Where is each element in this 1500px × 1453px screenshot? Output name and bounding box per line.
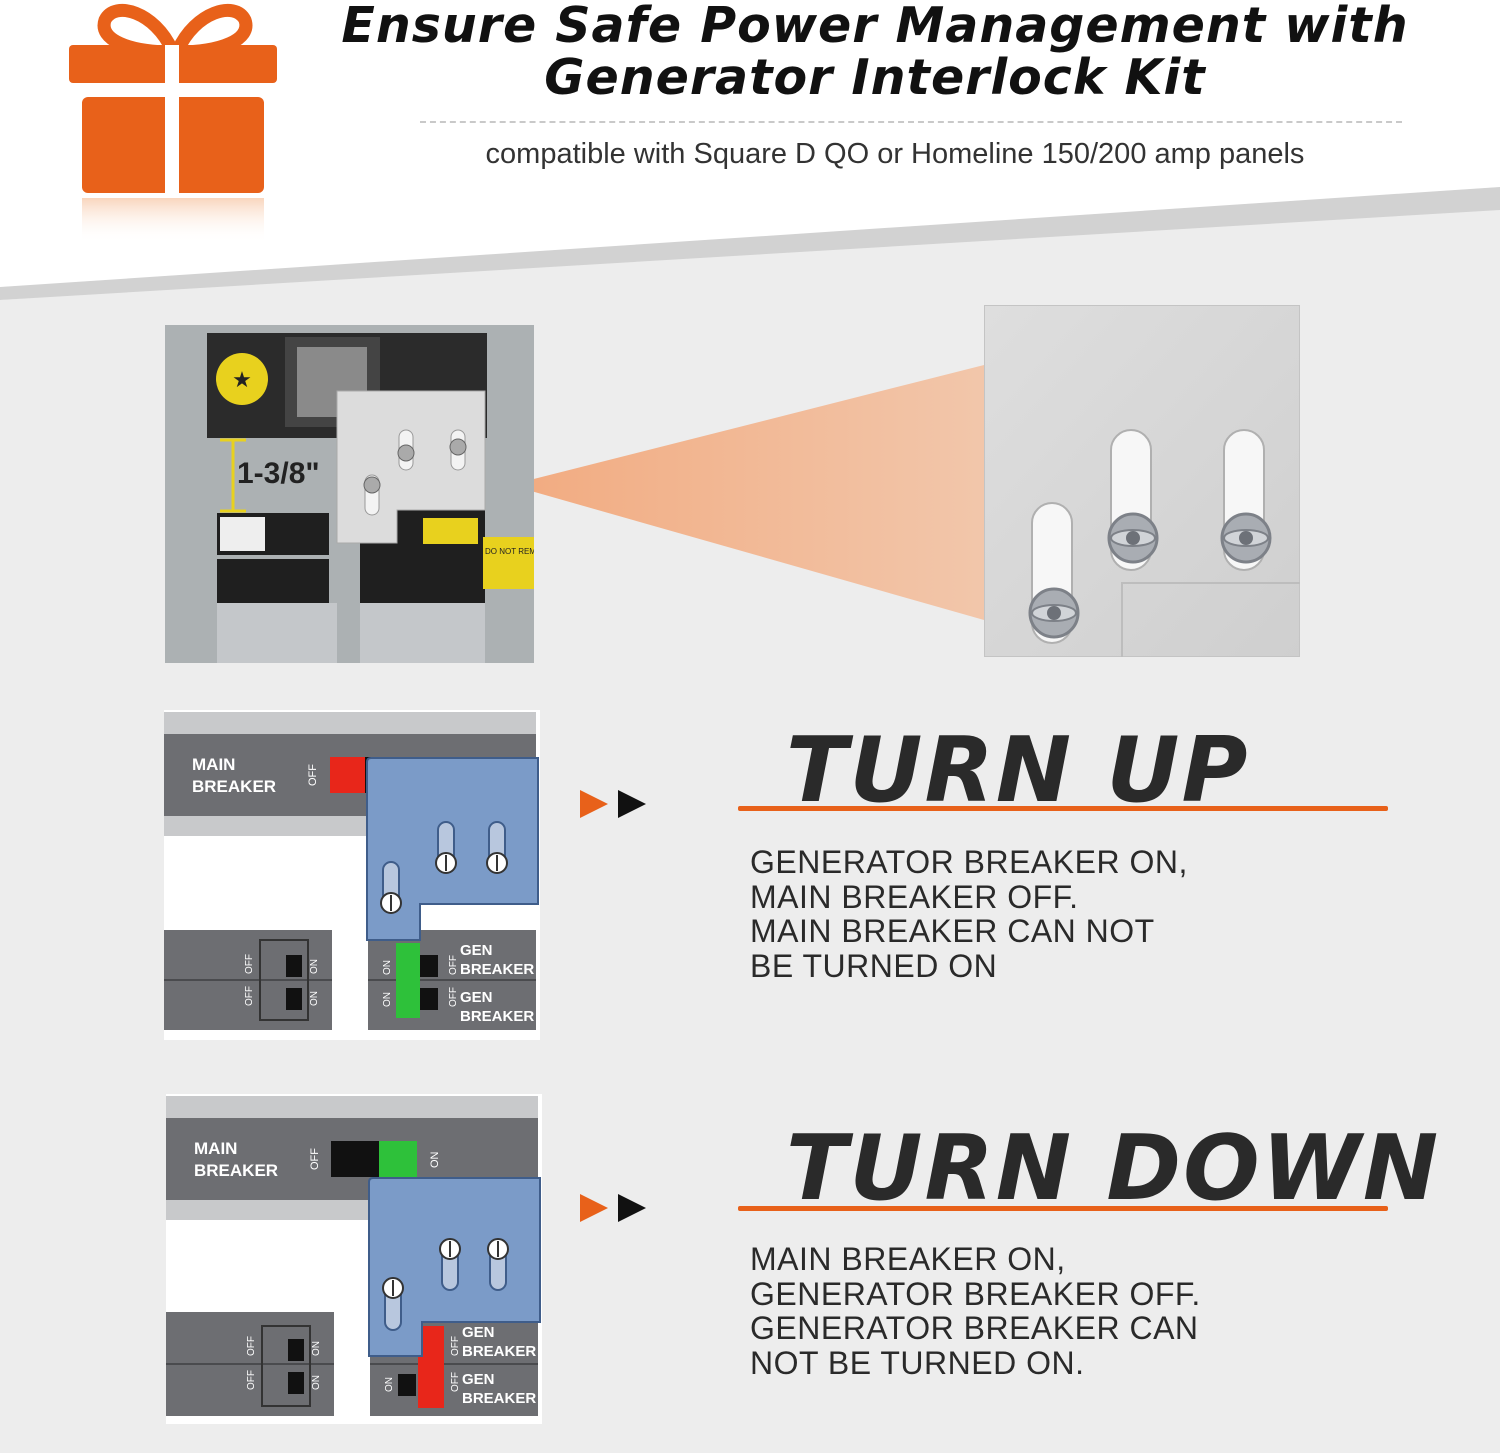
panel-photo: ★ 1-3/8" DO NOT REM xyxy=(165,325,534,663)
main-switch-on xyxy=(379,1141,417,1177)
svg-text:ON: ON xyxy=(309,991,320,1006)
svg-text:OFF: OFF xyxy=(244,954,255,974)
turn-up-underline xyxy=(738,806,1388,811)
svg-text:ON: ON xyxy=(311,1341,322,1356)
title-line-2: Generator Interlock Kit xyxy=(544,49,1206,106)
svg-text:BREAKER: BREAKER xyxy=(462,1343,536,1360)
svg-text:BREAKER: BREAKER xyxy=(194,1161,278,1180)
gift-icon xyxy=(69,4,277,243)
svg-text:OFF: OFF xyxy=(448,987,459,1007)
svg-text:BREAKER: BREAKER xyxy=(462,1390,536,1407)
svg-text:MAIN: MAIN xyxy=(194,1139,237,1158)
svg-text:ON: ON xyxy=(311,1375,322,1390)
gen-switch-on xyxy=(396,943,420,1018)
title-line-1: Ensure Safe Power Management with xyxy=(341,0,1409,54)
play-arrow-icon xyxy=(580,1194,646,1222)
divider xyxy=(420,121,1402,123)
svg-text:ON: ON xyxy=(382,992,393,1007)
interlock-plate-photo xyxy=(984,305,1300,657)
turn-down-diagram: MAIN BREAKER OFF ON OFF OFF ON ON ON OFF… xyxy=(166,1094,542,1424)
svg-text:GEN: GEN xyxy=(460,989,493,1006)
main-label-2: BREAKER xyxy=(192,777,276,796)
svg-text:GEN: GEN xyxy=(462,1371,495,1388)
subtitle: compatible with Square D QO or Homeline … xyxy=(485,138,1305,170)
svg-text:OFF: OFF xyxy=(450,1372,461,1392)
main-label-1: MAIN xyxy=(192,755,235,774)
turn-up-diagram: MAIN BREAKER OFF OFF OFF ON ON ON ON OFF… xyxy=(164,710,540,1040)
svg-text:BREAKER: BREAKER xyxy=(460,1008,534,1025)
turn-down-heading: TURN DOWN xyxy=(786,1116,1441,1221)
svg-text:OFF: OFF xyxy=(246,1370,257,1390)
svg-text:BREAKER: BREAKER xyxy=(460,961,534,978)
svg-text:OFF: OFF xyxy=(448,955,459,975)
svg-text:OFF: OFF xyxy=(246,1336,257,1356)
measurement-label: 1-3/8" xyxy=(237,457,320,490)
turn-up-description: GENERATOR BREAKER ON, MAIN BREAKER OFF. … xyxy=(750,844,1188,984)
svg-text:GEN: GEN xyxy=(460,942,493,959)
wing-nut-3 xyxy=(1028,587,1080,639)
svg-text:OFF: OFF xyxy=(450,1336,461,1356)
turn-down-description: MAIN BREAKER ON, GENERATOR BREAKER OFF. … xyxy=(750,1241,1201,1381)
svg-text:GEN: GEN xyxy=(462,1324,495,1341)
warning-label: DO NOT REM xyxy=(485,547,534,556)
svg-text:★: ★ xyxy=(232,367,252,392)
yellow-sticker xyxy=(216,353,268,405)
svg-text:ON: ON xyxy=(384,1377,395,1392)
main-switch-off xyxy=(330,757,365,793)
wing-nut-1 xyxy=(1107,512,1159,564)
turn-down-underline xyxy=(738,1206,1388,1211)
play-arrow-icon xyxy=(580,790,646,818)
svg-text:ON: ON xyxy=(309,959,320,974)
wing-nut-2 xyxy=(1220,512,1272,564)
off-label: OFF xyxy=(307,764,319,786)
svg-text:OFF: OFF xyxy=(244,986,255,1006)
page-title: Ensure Safe Power Management with Genera… xyxy=(330,0,1420,104)
svg-text:OFF: OFF xyxy=(309,1148,321,1170)
svg-text:ON: ON xyxy=(382,960,393,975)
turn-up-heading: TURN UP xyxy=(786,718,1250,823)
svg-text:ON: ON xyxy=(429,1151,441,1168)
